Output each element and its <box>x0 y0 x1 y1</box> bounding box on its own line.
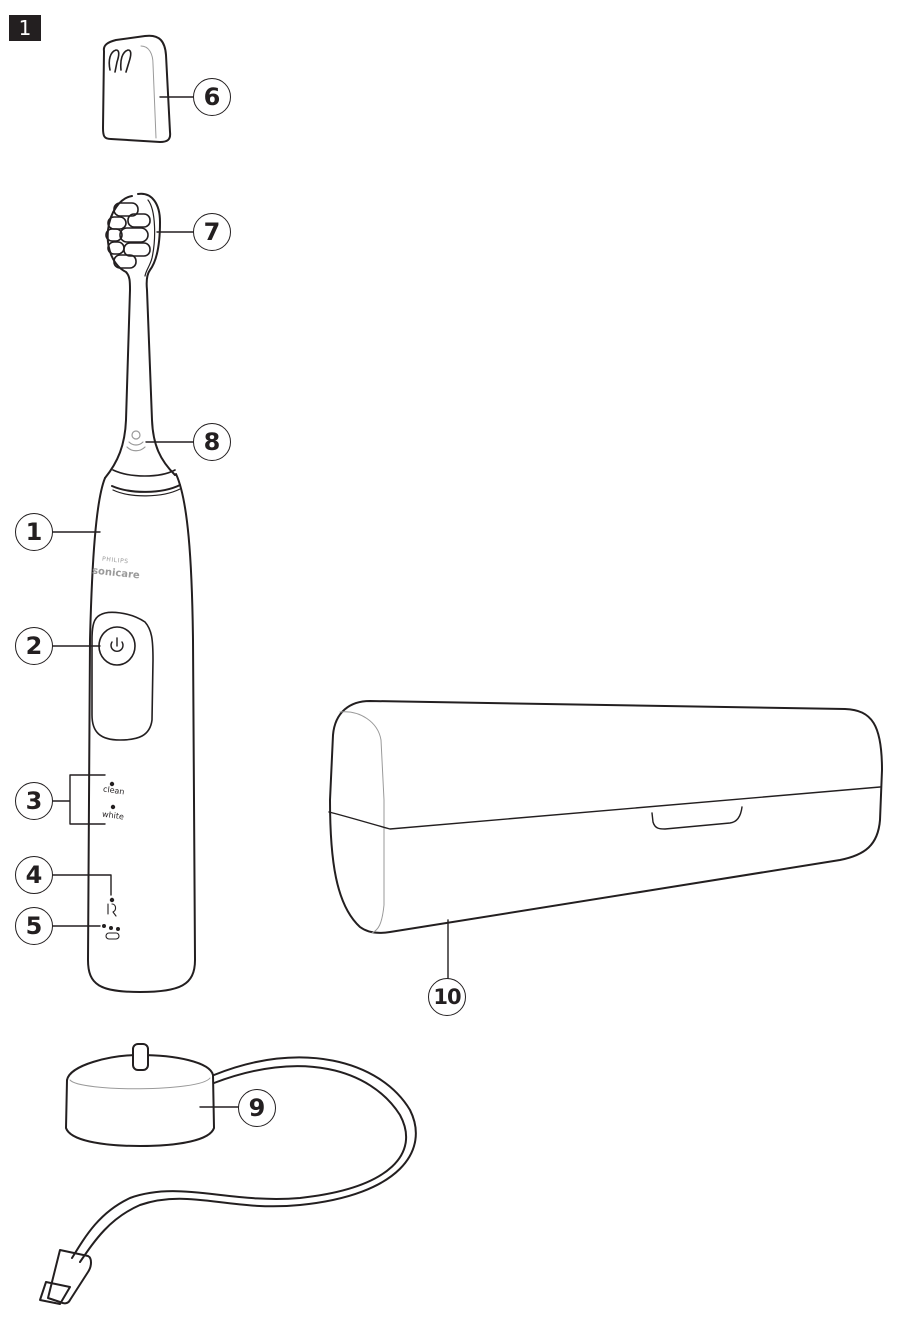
callout-5-battery-indicator: 5 <box>15 907 53 945</box>
callout-10-travel-case: 10 <box>428 978 466 1016</box>
charger-drawing <box>39 1043 417 1305</box>
leader-lines <box>51 96 449 1108</box>
travel-case-drawing <box>328 700 883 934</box>
callout-1-handle: 1 <box>15 513 53 551</box>
protective-cap-drawing <box>102 34 172 143</box>
callout-4-replacement-indicator: 4 <box>15 856 53 894</box>
callout-3-mode-indicators: 3 <box>15 782 53 820</box>
callout-6-protective-cap: 6 <box>193 78 231 116</box>
callout-2-power-button: 2 <box>15 627 53 665</box>
handle-drawing <box>87 473 196 993</box>
callout-8-sensor-symbol: 8 <box>193 423 231 461</box>
callout-7-brush-head: 7 <box>193 213 231 251</box>
callout-9-charger: 9 <box>238 1089 276 1127</box>
brush-head-drawing <box>104 192 181 497</box>
figure-number-badge: 1 <box>9 15 41 41</box>
